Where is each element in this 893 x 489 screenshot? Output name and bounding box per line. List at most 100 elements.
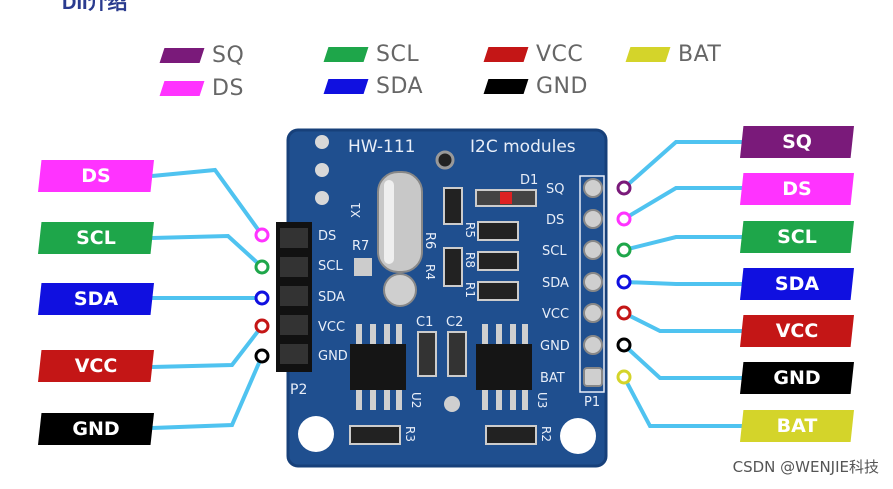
resistor-r6 — [443, 187, 463, 225]
legend-item-sq: SQ — [159, 43, 245, 68]
line-right-sda — [623, 280, 742, 286]
u3-pin-4 — [522, 324, 528, 344]
chip-u3 — [476, 344, 532, 390]
p2-pin-5 — [280, 344, 308, 364]
ring-left-vcc — [254, 318, 270, 334]
resistor-r8 — [477, 251, 519, 271]
p1-pad-1 — [583, 178, 603, 198]
label-r5: R5 — [463, 222, 477, 238]
ring-right-sda — [616, 274, 632, 290]
line-right-sq — [622, 140, 742, 190]
label-u3: U3 — [535, 392, 549, 408]
via-top-1 — [315, 135, 329, 149]
line-right-vcc — [623, 311, 742, 333]
label-p2: P2 — [290, 382, 307, 398]
u3-pin-1 — [482, 324, 488, 344]
ring-right-vcc — [616, 305, 632, 321]
left-connector-lines — [151, 167, 264, 430]
legend-item-vcc: VCC — [483, 42, 583, 67]
p1-label-sda: SDA — [542, 276, 569, 291]
legend-item-bat: BAT — [625, 42, 721, 67]
p2-pin-2 — [280, 257, 308, 277]
u2-pin-2 — [370, 324, 376, 344]
ring-right-sq — [616, 180, 632, 196]
label-d1: D1 — [520, 173, 538, 188]
legend-label-sda: SDA — [376, 74, 424, 99]
left-tag-sda: SDA — [38, 283, 154, 315]
u3-pin-5 — [482, 390, 488, 410]
line-left-ds — [151, 167, 264, 237]
p1-pad-3 — [583, 240, 603, 260]
via-center — [435, 150, 455, 170]
label-c1: C1 — [416, 315, 433, 330]
right-tag-bat: BAT — [740, 410, 854, 442]
p2-label-scl: SCL — [318, 259, 343, 274]
u3-pin-3 — [510, 324, 516, 344]
p2-label-gnd: GND — [318, 349, 348, 364]
p1-pad-7 — [583, 367, 603, 387]
right-tag-vcc: VCC — [740, 315, 854, 347]
header-fragment: DII介绍 — [62, 0, 128, 14]
label-c2: C2 — [446, 315, 463, 330]
legend-item-scl: SCL — [323, 42, 419, 67]
legend-label-sq: SQ — [212, 43, 245, 68]
legend-item-gnd: GND — [483, 74, 588, 99]
capacitor-c1 — [417, 331, 437, 377]
u3-pin-8 — [522, 390, 528, 410]
u2-pin-1 — [356, 324, 362, 344]
u2-pin-4 — [396, 324, 402, 344]
header-p1-outline — [579, 175, 605, 393]
resistor-r7 — [354, 258, 372, 276]
board-model: HW-111 — [348, 137, 416, 157]
u3-pin-2 — [496, 324, 502, 344]
label-r1: R1 — [463, 282, 477, 298]
p2-pin-1 — [280, 228, 308, 248]
p2-pin-4 — [280, 315, 308, 335]
label-r8: R8 — [463, 252, 477, 268]
label-p1: P1 — [584, 395, 600, 410]
chip-u2-pins — [356, 324, 402, 410]
line-left-vcc — [151, 324, 264, 369]
right-ring-markers — [616, 180, 632, 385]
right-tag-ds: DS — [740, 173, 854, 205]
via-top-2 — [315, 163, 329, 177]
line-left-scl — [151, 233, 264, 269]
p1-label-bat: BAT — [540, 371, 565, 386]
ring-right-scl — [616, 242, 632, 258]
p1-label-gnd: GND — [540, 339, 570, 354]
via-bottom — [444, 396, 460, 412]
chip-u2 — [350, 344, 406, 390]
legend-label-ds: DS — [212, 76, 244, 101]
crystal-base — [383, 273, 417, 307]
mounting-hole-right — [560, 418, 596, 454]
p1-label-scl: SCL — [542, 244, 567, 259]
label-x1: X1 — [349, 202, 363, 218]
ring-right-ds — [616, 211, 632, 227]
p1-label-sq: SQ — [546, 182, 564, 197]
label-r7: R7 — [352, 239, 369, 254]
p2-label-sda: SDA — [318, 290, 345, 305]
p1-label-ds: DS — [546, 213, 564, 228]
ring-right-gnd — [616, 337, 632, 353]
p1-pad-4 — [583, 272, 603, 292]
ring-left-ds — [254, 227, 270, 243]
line-right-ds — [622, 186, 742, 221]
left-tag-vcc: VCC — [38, 350, 154, 382]
left-tag-scl: SCL — [38, 222, 154, 254]
capacitor-c2 — [447, 331, 467, 377]
u2-pin-3 — [384, 324, 390, 344]
line-right-bat — [622, 376, 742, 428]
label-r6: R6 — [422, 232, 437, 249]
legend-item-sda: SDA — [323, 74, 424, 99]
u3-pin-7 — [510, 390, 516, 410]
chip-u3-pins — [482, 324, 528, 410]
label-u2: U2 — [409, 392, 423, 408]
header-p2-pins — [280, 228, 308, 364]
label-r2: R2 — [539, 426, 553, 442]
label-r3: R3 — [403, 426, 417, 442]
resistor-r4 — [443, 247, 463, 287]
ring-left-sda — [254, 290, 270, 306]
resistor-r1 — [477, 281, 519, 301]
via-top-3 — [315, 191, 329, 205]
left-tag-ds: DS — [38, 160, 154, 192]
